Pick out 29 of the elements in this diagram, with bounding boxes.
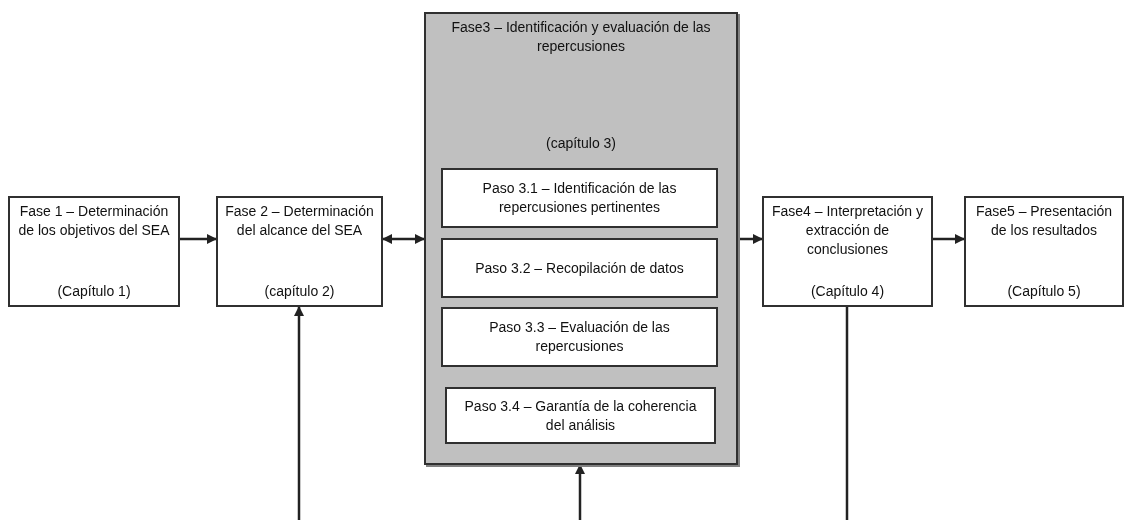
step-label: Paso 3.4 – Garantía de la coherencia del análisis xyxy=(463,396,698,435)
phase-box xyxy=(964,196,1124,307)
step-label: Paso 3.1 – Identificación de las repercusiones pertinentes xyxy=(481,179,678,217)
arrow xyxy=(180,234,217,244)
phase-title: Fase 1 – Determinación de los objetivos del SEA xyxy=(17,202,171,240)
phase-title: Fase5 – Presentación de los resultados xyxy=(974,202,1114,240)
phase-title: Fase 2 – Determinación del alcance del SEA xyxy=(224,202,375,240)
phase-box xyxy=(762,196,933,307)
chapter-label: (Capítulo 4) xyxy=(810,282,885,301)
phase-box xyxy=(8,196,180,307)
arrow xyxy=(575,464,585,520)
chapter-label: (capítulo 3) xyxy=(544,134,617,153)
arrow xyxy=(933,234,965,244)
arrow xyxy=(738,234,763,244)
phase-title: Fase4 – Interpretación y extracción de conclusiones xyxy=(771,202,924,259)
chapter-label: (Capítulo 1) xyxy=(57,282,131,301)
step-box xyxy=(445,387,716,444)
step-box xyxy=(441,168,718,228)
phase-box xyxy=(216,196,383,307)
step-label: Paso 3.3 – Evaluación de las repercusiones xyxy=(488,318,671,356)
chapter-label: (capítulo 2) xyxy=(264,282,335,301)
step-label: Paso 3.2 – Recopilación de datos xyxy=(475,258,684,278)
phase-title: Fase3 – Identificación y evaluación de las repercusiones xyxy=(450,18,712,56)
step-box xyxy=(441,307,718,367)
chapter-label: (Capítulo 5) xyxy=(1007,282,1081,301)
arrow xyxy=(382,234,425,244)
phase-container-box xyxy=(424,12,738,465)
step-box xyxy=(441,238,718,298)
arrow xyxy=(294,306,304,520)
